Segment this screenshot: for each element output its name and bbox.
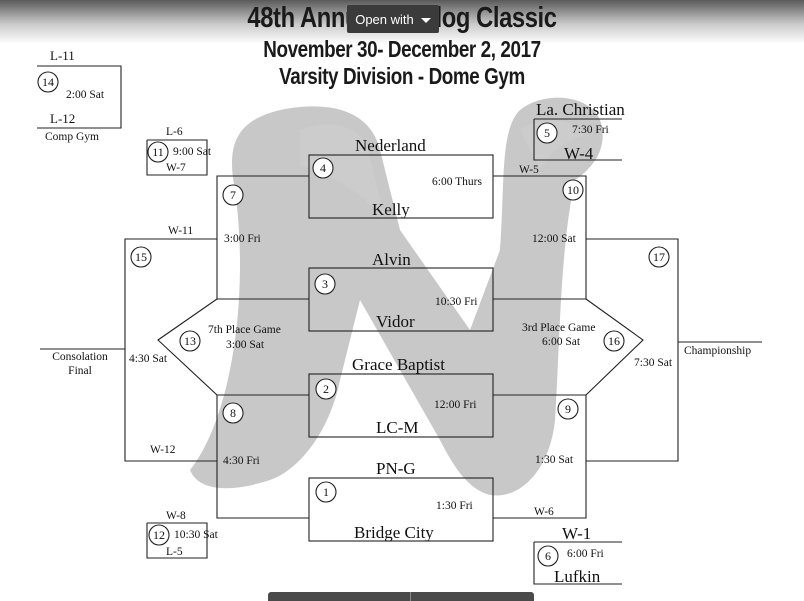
game-3-bottom: Vidor <box>376 312 415 331</box>
viewer-bottom-toolbar[interactable] <box>268 592 534 601</box>
game-1-bottom: Bridge City <box>354 523 434 542</box>
game-12-bottom: L-5 <box>166 546 183 558</box>
game-16-label: 3rd Place Game <box>522 322 596 334</box>
game-number: 16 <box>608 334 620 348</box>
game-6-bottom: Lufkin <box>554 567 601 586</box>
game-15-time: 4:30 Sat <box>129 353 168 365</box>
game-12-top: W-8 <box>166 510 186 522</box>
game-2-bottom: LC-M <box>376 418 419 437</box>
game-number: 15 <box>135 250 147 264</box>
game-number: 2 <box>323 382 329 396</box>
game-14-time: 2:00 Sat <box>66 89 105 101</box>
game-2-top: Grace Baptist <box>352 355 445 374</box>
game-11-bottom: W-7 <box>166 162 186 174</box>
game-1-time: 1:30 Fri <box>436 500 473 512</box>
game-number: 13 <box>184 334 196 348</box>
feed-w6: W-6 <box>534 506 554 518</box>
game-8-time: 4:30 Fri <box>223 455 260 467</box>
game-5-time: 7:30 Fri <box>572 124 609 136</box>
open-with-button[interactable]: Open with <box>347 5 439 33</box>
game-9-time: 1:30 Sat <box>535 454 574 466</box>
game-number: 10 <box>567 183 579 197</box>
game-4-top: Nederland <box>355 136 426 155</box>
game-number: 3 <box>322 277 328 291</box>
game-number: 11 <box>152 145 164 159</box>
game-4-bottom: Kelly <box>372 200 410 219</box>
game-4-time: 6:00 Thurs <box>432 176 482 188</box>
game-15-bottom: W-12 <box>150 444 176 456</box>
game-12-time: 10:30 Sat <box>174 529 218 541</box>
caret-down-icon <box>420 17 431 23</box>
game-5-top: La. Christian <box>536 100 625 119</box>
game-10-time: 12:00 Sat <box>532 233 576 245</box>
game-6-top: W-1 <box>562 524 592 543</box>
game-16-time: 6:00 Sat <box>542 336 581 348</box>
game-13-time: 3:00 Sat <box>226 339 265 351</box>
game-number: 14 <box>42 75 54 89</box>
game-number: 17 <box>653 250 665 264</box>
game-6-time: 6:00 Fri <box>567 548 604 560</box>
game-number: 1 <box>323 485 329 499</box>
game-5-bottom: W-4 <box>564 144 594 163</box>
game-number: 5 <box>544 126 550 140</box>
game-15-label: Consolation Final <box>52 351 108 377</box>
feed-w5: W-5 <box>519 164 539 176</box>
game-14-bottom: L-12 <box>50 111 76 126</box>
game-2-time: 12:00 Fri <box>434 399 477 411</box>
game-14-location: Comp Gym <box>45 131 99 143</box>
game-3-time: 10:30 Fri <box>435 296 478 308</box>
game-number: 4 <box>320 161 326 175</box>
tournament-dates: November 30- December 2, 2017 <box>263 36 541 62</box>
game-7-time: 3:00 Fri <box>224 233 261 245</box>
game-3-top: Alvin <box>372 250 411 269</box>
open-with-label: Open with <box>355 11 414 27</box>
game-number: 7 <box>230 188 236 202</box>
game-17-label: Championship <box>684 345 752 357</box>
game-number: 12 <box>153 528 165 542</box>
game-number: 9 <box>565 402 571 416</box>
game-15-top: W-11 <box>168 225 194 237</box>
game-11-top: L-6 <box>166 126 183 138</box>
game-1-top: PN-G <box>376 459 416 478</box>
game-17-time: 7:30 Sat <box>634 357 673 369</box>
game-11-time: 9:00 Sat <box>173 146 212 158</box>
game-13-label: 7th Place Game <box>208 324 281 336</box>
tournament-division: Varsity Division - Dome Gym <box>279 63 525 89</box>
game-number: 8 <box>230 406 236 420</box>
game-number: 6 <box>545 549 551 563</box>
game-14-top: L-11 <box>50 48 75 63</box>
